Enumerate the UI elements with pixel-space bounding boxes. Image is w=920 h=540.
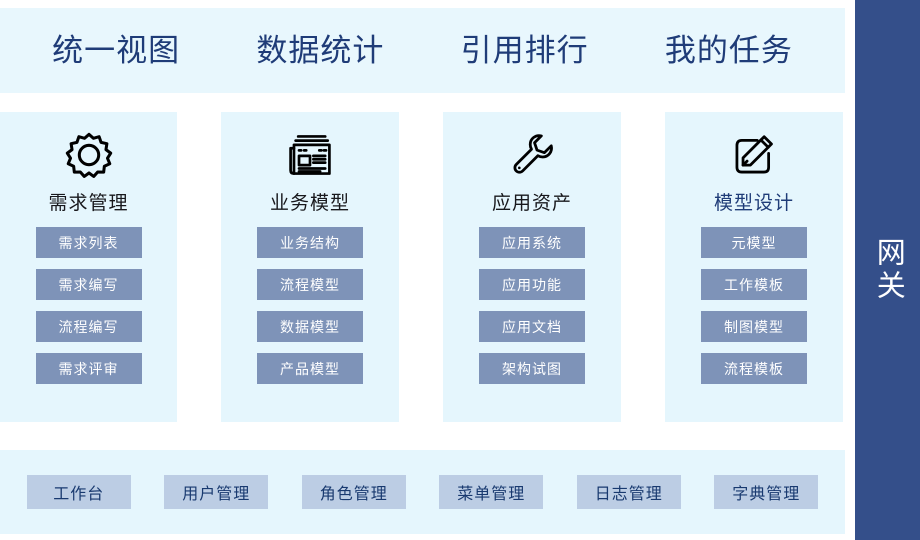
card-btn-application-system[interactable]: 应用系统 (479, 227, 585, 258)
pencil-square-icon (725, 126, 783, 184)
gateway-label: 网关 (872, 237, 905, 303)
bottom-btn-role-management[interactable]: 角色管理 (301, 475, 406, 509)
card-btn-requirement-list[interactable]: 需求列表 (35, 227, 142, 258)
newspaper-icon (281, 126, 339, 184)
card-btn-process-template[interactable]: 流程模板 (701, 353, 807, 384)
card-btn-business-structure[interactable]: 业务结构 (257, 227, 363, 258)
bottom-btn-dictionary-management[interactable]: 字典管理 (714, 475, 819, 509)
card-btn-diagram-model[interactable]: 制图模型 (701, 311, 807, 342)
card-button-group: 需求列表 需求编写 流程编写 需求评审 (0, 227, 177, 384)
bottom-btn-log-management[interactable]: 日志管理 (576, 475, 681, 509)
card-btn-product-model[interactable]: 产品模型 (257, 353, 363, 384)
card-btn-process-authoring[interactable]: 流程编写 (35, 311, 142, 342)
wrench-icon (503, 126, 561, 184)
bottom-btn-user-management[interactable]: 用户管理 (164, 475, 269, 509)
card-btn-work-template[interactable]: 工作模板 (701, 269, 807, 300)
card-spacer (177, 112, 221, 422)
header-nav-bar: 统一视图 数据统计 引用排行 我的任务 (0, 8, 845, 93)
bottom-btn-workbench[interactable]: 工作台 (26, 475, 131, 509)
card-btn-application-function[interactable]: 应用功能 (479, 269, 585, 300)
card-btn-requirement-review[interactable]: 需求评审 (35, 353, 142, 384)
bottom-toolbar: 工作台 用户管理 角色管理 菜单管理 日志管理 字典管理 (0, 450, 845, 534)
gateway-rail: 网关 (855, 0, 920, 540)
card-application-assets: 应用资产 应用系统 应用功能 应用文档 架构试图 (443, 112, 621, 422)
card-spacer (399, 112, 443, 422)
card-btn-process-model[interactable]: 流程模型 (257, 269, 363, 300)
card-model-design: 模型设计 元模型 工作模板 制图模型 流程模板 (665, 112, 843, 422)
nav-data-statistics[interactable]: 数据统计 (256, 33, 385, 68)
card-btn-meta-model[interactable]: 元模型 (701, 227, 807, 258)
card-btn-requirement-authoring[interactable]: 需求编写 (35, 269, 142, 300)
nav-unified-view[interactable]: 统一视图 (52, 33, 181, 68)
nav-my-tasks[interactable]: 我的任务 (664, 33, 793, 68)
card-btn-architecture-view[interactable]: 架构试图 (479, 353, 585, 384)
card-button-group: 业务结构 流程模型 数据模型 产品模型 (221, 227, 399, 384)
bottom-btn-menu-management[interactable]: 菜单管理 (439, 475, 544, 509)
card-title: 业务模型 (269, 193, 350, 214)
main-column: 统一视图 数据统计 引用排行 我的任务 需求管理 需求列表 需求编写 流程编 (0, 8, 845, 534)
nav-citation-ranking[interactable]: 引用排行 (460, 33, 589, 68)
card-title: 模型设计 (713, 193, 794, 214)
card-btn-application-document[interactable]: 应用文档 (479, 311, 585, 342)
gear-icon (60, 126, 118, 184)
card-btn-data-model[interactable]: 数据模型 (257, 311, 363, 342)
card-button-group: 元模型 工作模板 制图模型 流程模板 (665, 227, 843, 384)
card-button-group: 应用系统 应用功能 应用文档 架构试图 (443, 227, 621, 384)
card-spacer (621, 112, 665, 422)
card-title: 应用资产 (491, 193, 572, 214)
card-title: 需求管理 (48, 193, 129, 214)
card-requirement-management: 需求管理 需求列表 需求编写 流程编写 需求评审 (0, 112, 177, 422)
card-business-model: 业务模型 业务结构 流程模型 数据模型 产品模型 (221, 112, 399, 422)
module-card-row: 需求管理 需求列表 需求编写 流程编写 需求评审 (0, 112, 845, 422)
